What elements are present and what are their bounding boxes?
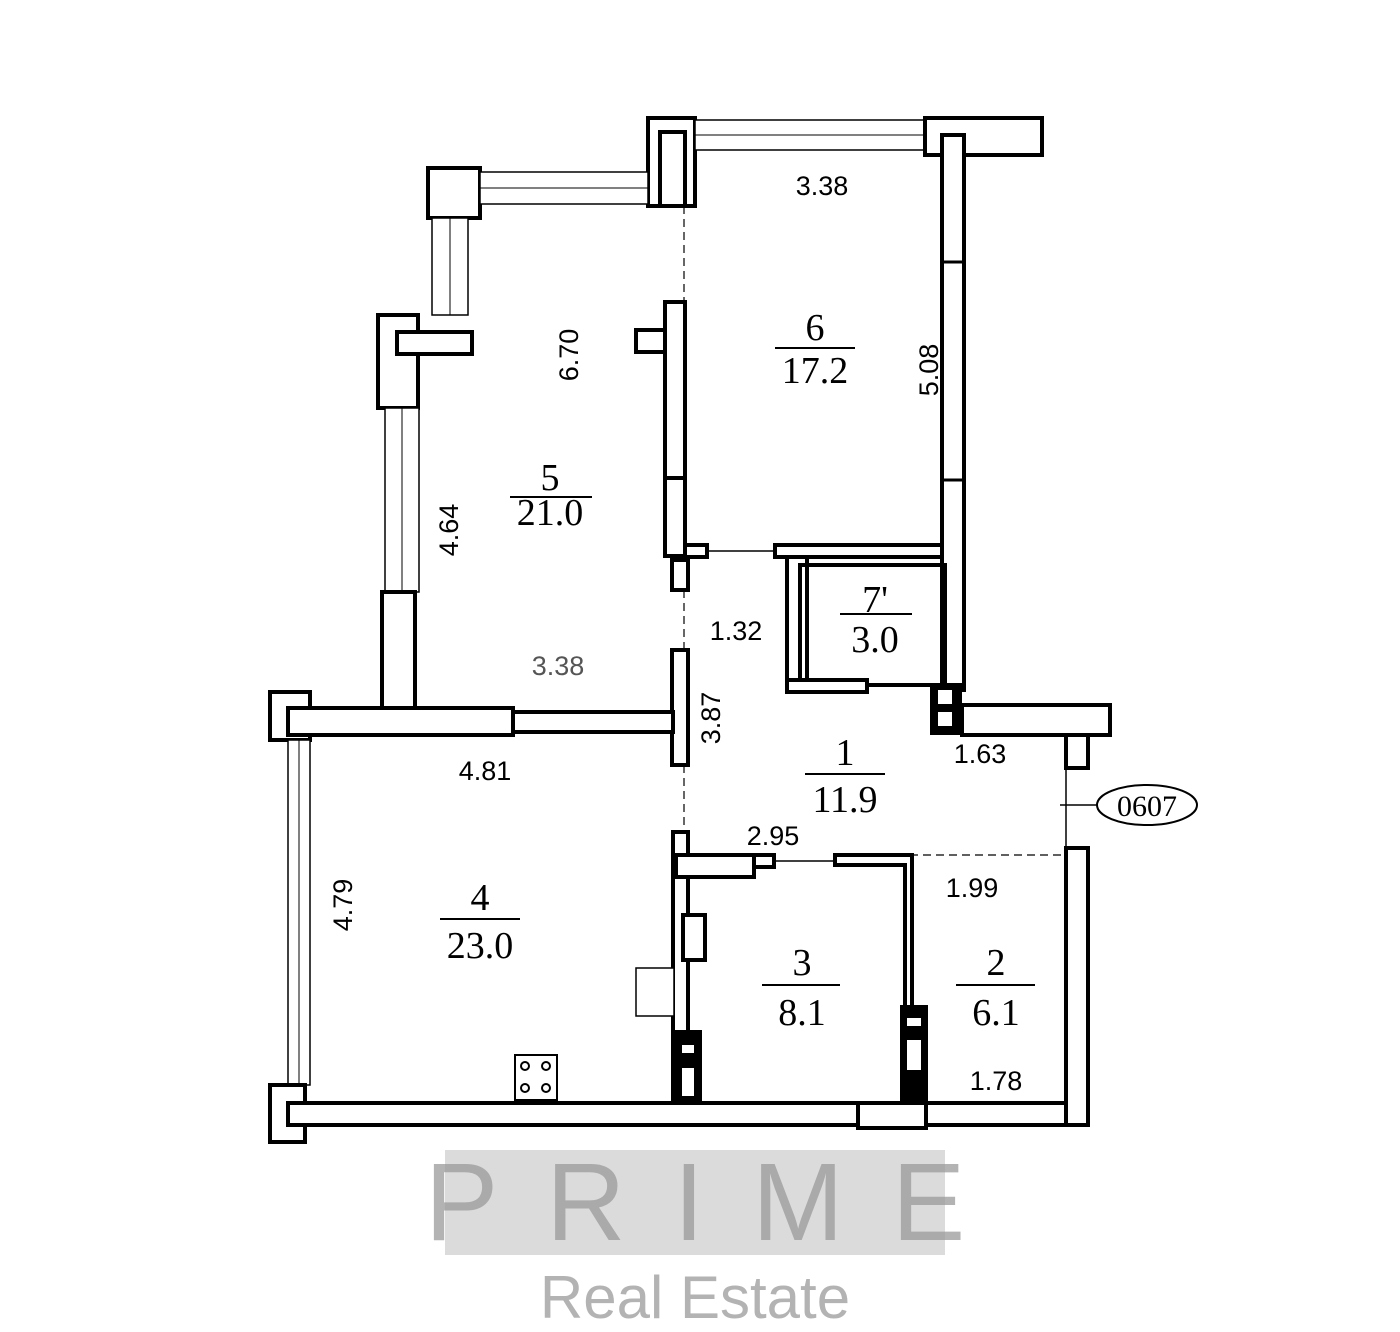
svg-text:11.9: 11.9 [812, 779, 877, 821]
room-3-label: 3 8.1 [762, 942, 840, 1034]
apartment-number: 0607 [1117, 790, 1177, 823]
dim-room4-length: 4.79 [328, 879, 358, 932]
dim-room6-width: 3.38 [796, 171, 849, 201]
dim-corridor-length: 3.87 [696, 692, 726, 745]
dim-room4-width: 4.81 [459, 756, 512, 786]
dim-hall-width: 1.63 [954, 739, 1007, 769]
apartment-tag: 0607 [1060, 784, 1198, 826]
room-6-label: 6 17.2 [775, 307, 855, 392]
dim-room3-width: 2.95 [747, 821, 800, 851]
svg-text:23.0: 23.0 [447, 925, 514, 967]
svg-text:6.1: 6.1 [972, 992, 1020, 1034]
svg-text:4: 4 [471, 877, 490, 919]
walls [268, 116, 1112, 1144]
svg-text:2: 2 [987, 942, 1006, 984]
dim-room5-side: 4.64 [434, 504, 464, 557]
dim-room2-bottom: 1.78 [970, 1066, 1023, 1096]
dim-room6-length: 5.08 [914, 344, 944, 397]
dim-room2-width: 1.99 [946, 873, 999, 903]
room-7-label: 7' 3.0 [840, 579, 912, 661]
svg-text:5: 5 [541, 457, 560, 499]
room-labels: 6 17.2 5 21.0 7' 3.0 1 11.9 4 23.0 3 8.1 [440, 307, 1035, 1034]
room-1-label: 1 11.9 [805, 732, 885, 821]
svg-text:8.1: 8.1 [778, 992, 826, 1034]
dimension-labels: 3.38 5.08 6.70 4.64 3.38 1.32 3.87 4.81 … [328, 171, 1022, 1096]
svg-text:1: 1 [836, 732, 855, 774]
svg-text:6: 6 [806, 307, 825, 349]
room-2-label: 2 6.1 [956, 942, 1035, 1034]
dim-room5-width: 3.38 [532, 651, 585, 681]
dim-room5-length: 6.70 [554, 329, 584, 382]
watermark-brand: PRIME [425, 1141, 1013, 1264]
svg-text:3.0: 3.0 [851, 619, 899, 661]
svg-text:21.0: 21.0 [517, 492, 584, 534]
room-4-label: 4 23.0 [440, 877, 520, 967]
dim-corridor-width: 1.32 [710, 616, 763, 646]
svg-text:17.2: 17.2 [782, 350, 849, 392]
room-5-label: 5 21.0 [510, 457, 592, 534]
svg-text:3: 3 [793, 942, 812, 984]
watermark: PRIME Real Estate [425, 1141, 1013, 1331]
watermark-tagline: Real Estate [540, 1264, 850, 1331]
